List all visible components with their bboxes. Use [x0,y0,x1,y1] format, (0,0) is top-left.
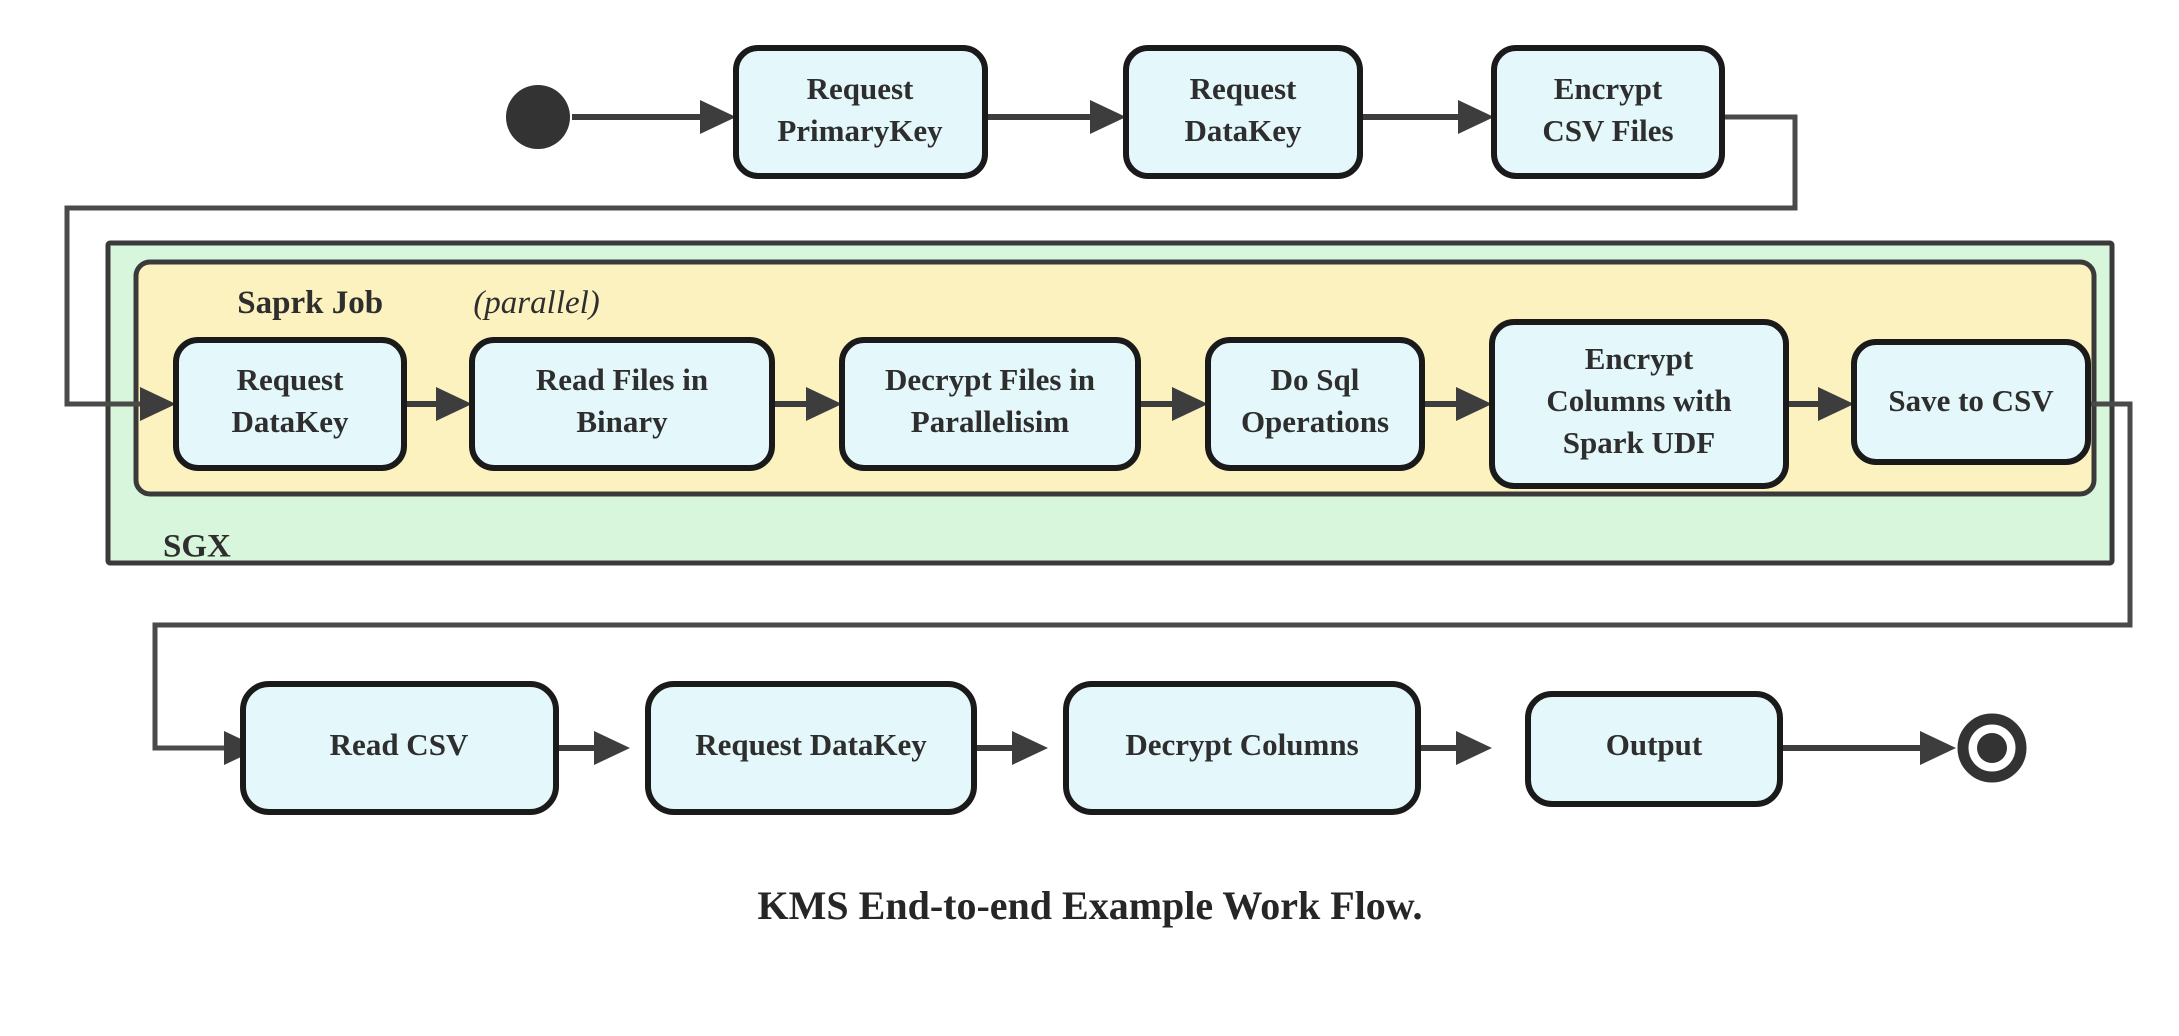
node-request-datakey-spark[interactable]: Request DataKey [173,337,407,471]
arrowhead-1 [700,100,736,134]
node-request-datakey-top[interactable]: Request DataKey [1123,45,1363,179]
node-encrypt-csv-files-line-1: CSV Files [1542,113,1673,148]
arrowhead-12 [1012,731,1048,765]
node-encrypt-columns-with-spark-udf-rect[interactable] [1489,319,1789,489]
node-decrypt-files-in-parallelisim-rect[interactable] [839,337,1141,471]
node-decrypt-files-in-parallelisim[interactable]: Decrypt Files in Parallelisim [839,337,1141,471]
arrowhead-3 [1458,100,1494,134]
node-encrypt-csv-files-rect[interactable] [1491,45,1725,179]
node-encrypt-csv-files-line-0: Encrypt [1554,71,1663,106]
node-decrypt-files-in-parallelisim-line-1: Parallelisim [911,404,1070,439]
node-request-primarykey-line-1: PrimaryKey [777,113,943,148]
node-request-datakey-spark-rect[interactable] [173,337,407,471]
node-save-to-csv-rect[interactable] [1851,339,2091,465]
node-read-files-in-binary[interactable]: Read Files in Binary [469,337,775,471]
node-request-datakey-spark-line-1: DataKey [231,404,349,439]
arrowhead-6 [806,387,842,421]
node-decrypt-columns-line-0: Decrypt Columns [1125,727,1358,762]
node-do-sql-operations-line-1: Operations [1241,404,1389,439]
node-output-rect[interactable] [1525,691,1783,807]
arrowhead-11 [594,731,630,765]
arrowhead-5 [436,387,472,421]
node-encrypt-columns-with-spark-udf-line-2: Spark UDF [1563,425,1715,460]
node-save-to-csv-line-0: Save to CSV [1888,383,2054,418]
arrowhead-7 [1172,387,1208,421]
node-read-files-in-binary-line-0: Read Files in [536,362,708,397]
node-request-datakey-bottom-rect[interactable] [645,681,977,815]
node-request-datakey-spark-line-0: Request [237,362,344,397]
node-encrypt-columns-with-spark-udf-line-1: Columns with [1546,383,1731,418]
node-request-primarykey-rect[interactable] [733,45,988,179]
node-do-sql-operations-rect[interactable] [1205,337,1425,471]
arrowhead-9 [1818,387,1854,421]
node-request-datakey-bottom[interactable]: Request DataKey [645,681,977,815]
connectors [64,100,2133,765]
node-do-sql-operations-line-0: Do Sql [1271,362,1360,397]
node-decrypt-files-in-parallelisim-line-0: Decrypt Files in [885,362,1095,397]
spark-job-label: Saprk Job (parallel) [163,285,658,321]
arrowhead-8 [1456,387,1492,421]
end-node-ring [1957,713,2027,783]
node-decrypt-columns[interactable]: Decrypt Columns [1063,681,1421,815]
arrowhead-14 [1920,731,1956,765]
sgx-label: SGX [163,529,231,565]
node-read-files-in-binary-rect[interactable] [469,337,775,471]
node-save-to-csv[interactable]: Save to CSV [1851,339,2091,465]
node-output-line-0: Output [1606,727,1703,762]
node-read-csv-rect[interactable] [240,681,559,815]
node-request-datakey-bottom-line-0: Request DataKey [695,727,927,762]
node-request-datakey-top-rect[interactable] [1123,45,1363,179]
connector-savetocsv-to-readcsv [152,401,2133,751]
diagram-caption: KMS End-to-end Example Work Flow. [758,883,1423,928]
node-decrypt-columns-rect[interactable] [1063,681,1421,815]
connector-encryptcsv-to-sparkdatakey [64,114,1798,407]
node-do-sql-operations[interactable]: Do Sql Operations [1205,337,1425,471]
end-node [1957,713,2027,783]
arrowhead-2 [1090,100,1126,134]
node-request-datakey-top-line-1: DataKey [1184,113,1302,148]
node-read-csv[interactable]: Read CSV [240,681,559,815]
start-node [506,85,570,149]
spark-job-label-bold: Saprk Job [237,285,383,321]
arrowhead-4 [140,387,176,421]
node-request-primarykey-line-0: Request [807,71,914,106]
node-encrypt-columns-with-spark-udf[interactable]: Encrypt Columns with Spark UDF [1489,319,1789,489]
node-encrypt-csv-files[interactable]: Encrypt CSV Files [1491,45,1725,179]
node-read-csv-line-0: Read CSV [330,727,469,762]
node-request-datakey-top-line-0: Request [1190,71,1297,106]
node-request-primarykey[interactable]: Request PrimaryKey [733,45,988,179]
arrowhead-13 [1456,731,1492,765]
spark-job-label-italic: (parallel) [473,285,599,321]
end-node-dot [1977,733,2007,763]
node-output[interactable]: Output [1525,691,1783,807]
node-read-files-in-binary-line-1: Binary [576,404,668,439]
node-encrypt-columns-with-spark-udf-line-0: Encrypt [1585,341,1694,376]
